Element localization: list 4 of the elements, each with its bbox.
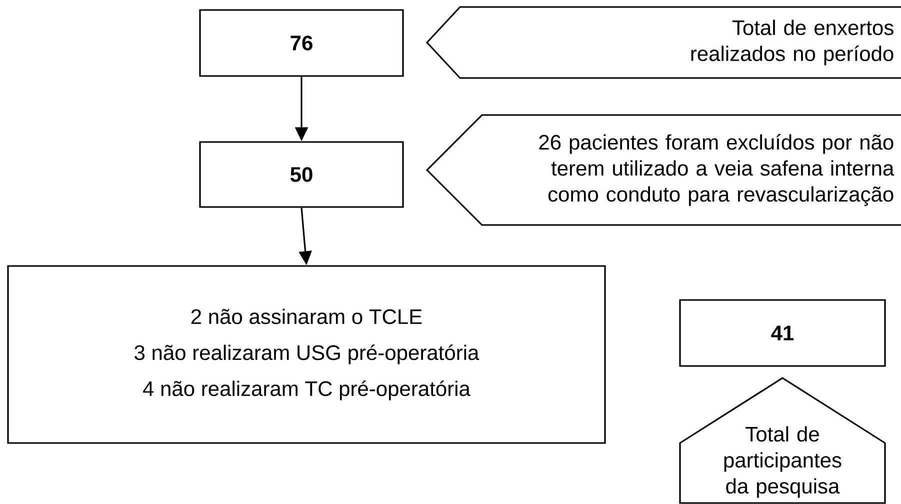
process-box: 76 (199, 9, 404, 77)
process-box: 2 não assinaram o TCLE 3 não realizaram USG pré-operatória 4 não realizaram TC pré-operatória (7, 265, 606, 444)
process-box: 41 (679, 299, 886, 367)
process-box: 50 (199, 141, 404, 208)
